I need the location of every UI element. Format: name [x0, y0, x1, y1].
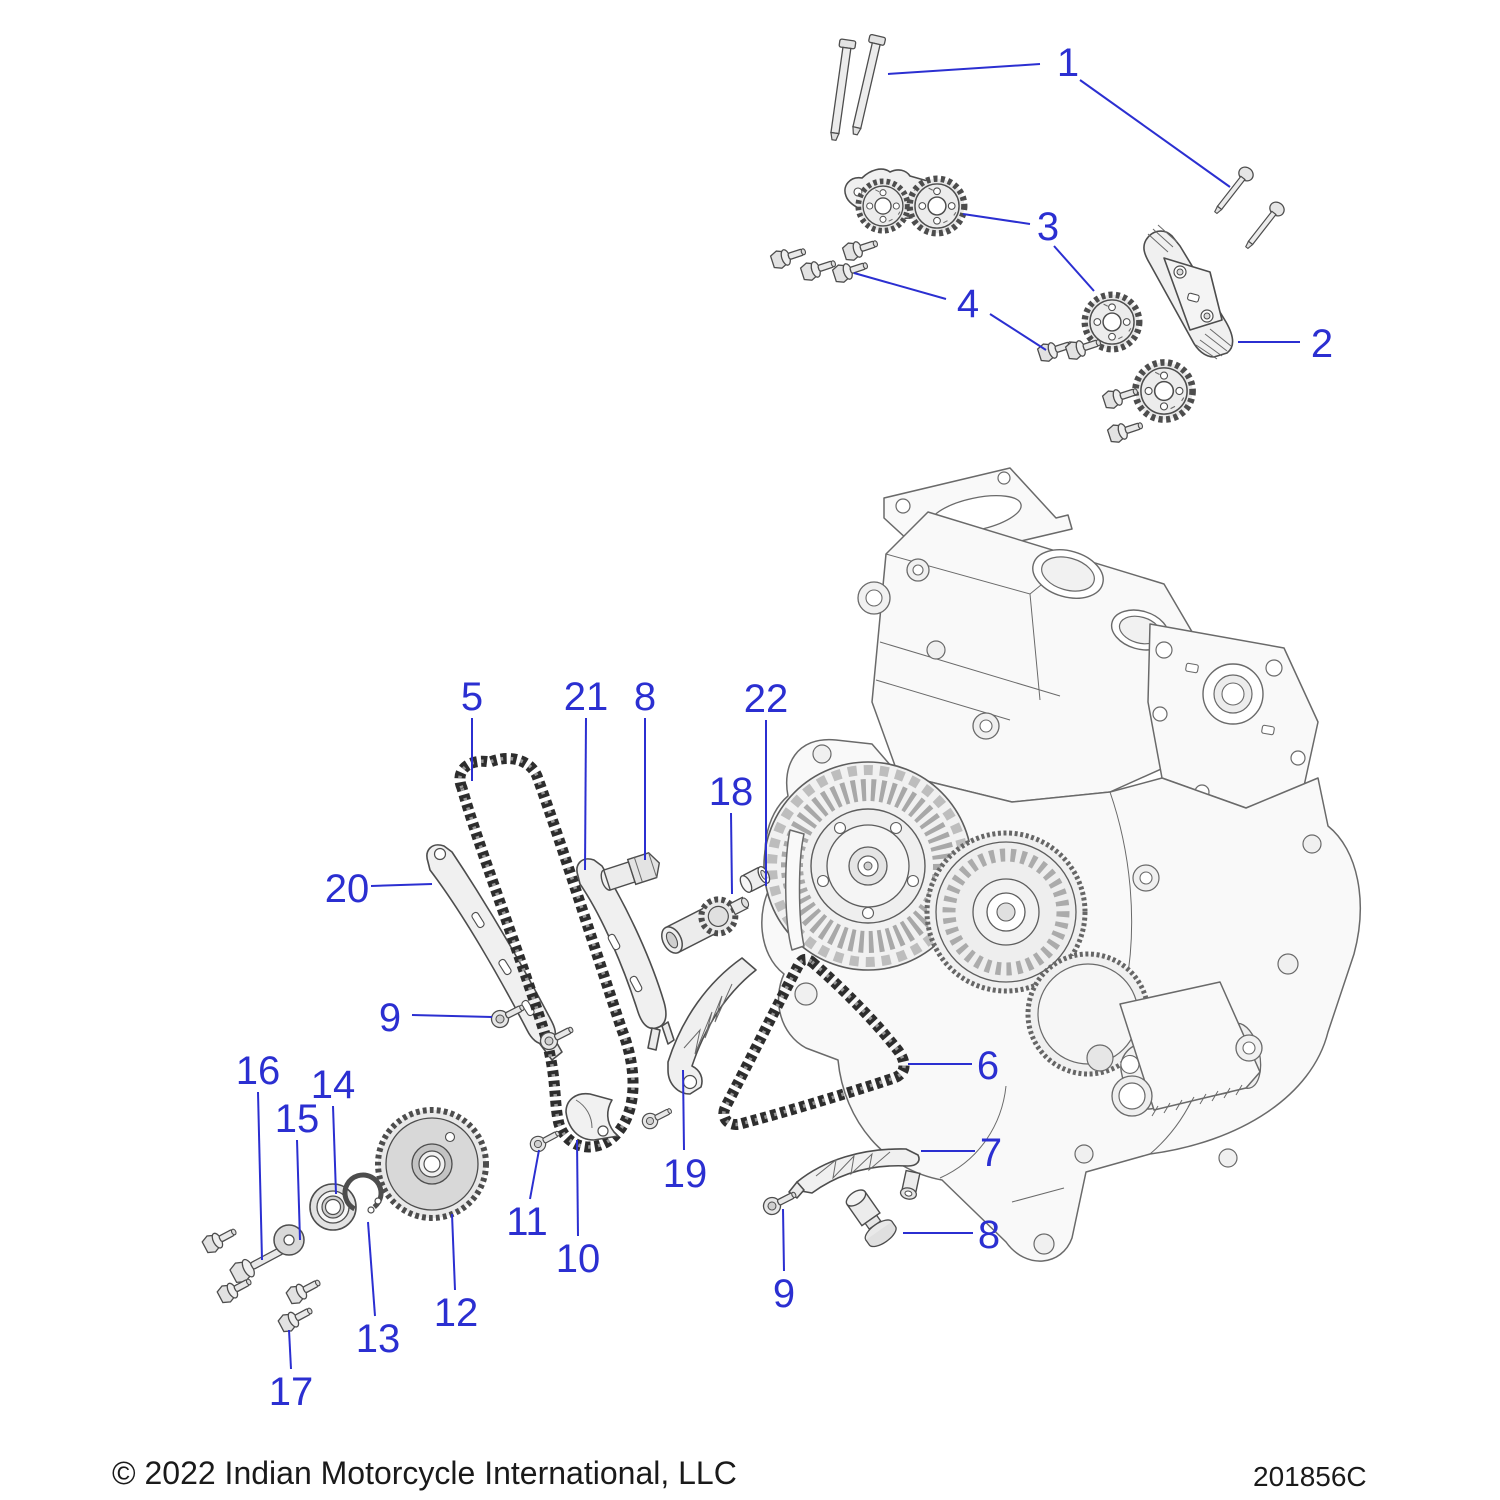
callout-12: 12: [434, 1291, 479, 1335]
cam-sprockets: [858, 179, 1192, 420]
balance-shaft-gear: [375, 1107, 489, 1221]
leader-line-3: [1053, 245, 1095, 292]
cam-chain-tensioner-assembly: [661, 896, 750, 954]
callout-8: 8: [634, 675, 656, 719]
callout-15: 15: [275, 1097, 320, 1141]
secondary-cam-chain: [718, 953, 910, 1130]
callout-19: 19: [663, 1152, 708, 1196]
callout-17: 17: [269, 1370, 314, 1414]
callout-9: 9: [379, 996, 401, 1040]
leader-line-11: [529, 1149, 540, 1200]
callout-1: 1: [1057, 41, 1079, 85]
leader-line-19: [682, 1069, 685, 1151]
callout-21: 21: [564, 675, 609, 719]
callout-9: 9: [773, 1272, 795, 1316]
engine-assembly-illustration: [761, 467, 1361, 1262]
callout-10: 10: [556, 1237, 601, 1281]
callout-16: 16: [236, 1049, 281, 1093]
leader-line-17: [288, 1329, 292, 1370]
washer: [273, 1224, 305, 1256]
leader-line-10: [576, 1139, 579, 1237]
leader-line-1: [887, 63, 1041, 75]
primary-cam-chain: [454, 753, 639, 1153]
callout-22: 22: [744, 677, 789, 721]
leader-line-9: [782, 1208, 785, 1272]
leader-line-15: [296, 1139, 301, 1241]
callout-3: 3: [1037, 205, 1059, 249]
leader-line-4: [853, 272, 947, 300]
callout-20: 20: [325, 867, 370, 911]
leader-line-18: [730, 812, 733, 895]
leader-line-3: [962, 213, 1031, 225]
oil-plug: [845, 1189, 897, 1248]
leader-line-20: [370, 883, 433, 887]
callout-5: 5: [461, 675, 483, 719]
callout-2: 2: [1311, 322, 1333, 366]
leader-line-14: [332, 1105, 337, 1195]
callout-11: 11: [506, 1200, 548, 1244]
leader-line-16: [257, 1091, 263, 1261]
callout-14: 14: [311, 1063, 356, 1107]
callout-4: 4: [957, 282, 979, 326]
leader-line-1: [1079, 79, 1231, 188]
callout-7: 7: [980, 1131, 1002, 1175]
tensioner-blade: [788, 1148, 921, 1200]
chain-guide-block: [565, 1092, 619, 1141]
leader-line-9: [411, 1014, 493, 1018]
chain-guide-middle: [576, 858, 675, 1051]
tensioner-plug-bolt: [600, 852, 661, 891]
callout-18: 18: [709, 770, 754, 814]
callout-13: 13: [356, 1317, 401, 1361]
copyright-text: © 2022 Indian Motorcycle International, …: [112, 1455, 737, 1491]
cam-chain-guide-rear: [1143, 224, 1234, 360]
callout-6: 6: [977, 1044, 999, 1088]
leader-line-4: [989, 313, 1047, 351]
leader-line-12: [451, 1213, 456, 1291]
callout-8: 8: [978, 1213, 1000, 1257]
leader-line-21: [584, 717, 587, 871]
diagram-id: 201856C: [1253, 1461, 1367, 1492]
snap-ring: [342, 1172, 384, 1214]
leader-line-13: [367, 1221, 376, 1317]
